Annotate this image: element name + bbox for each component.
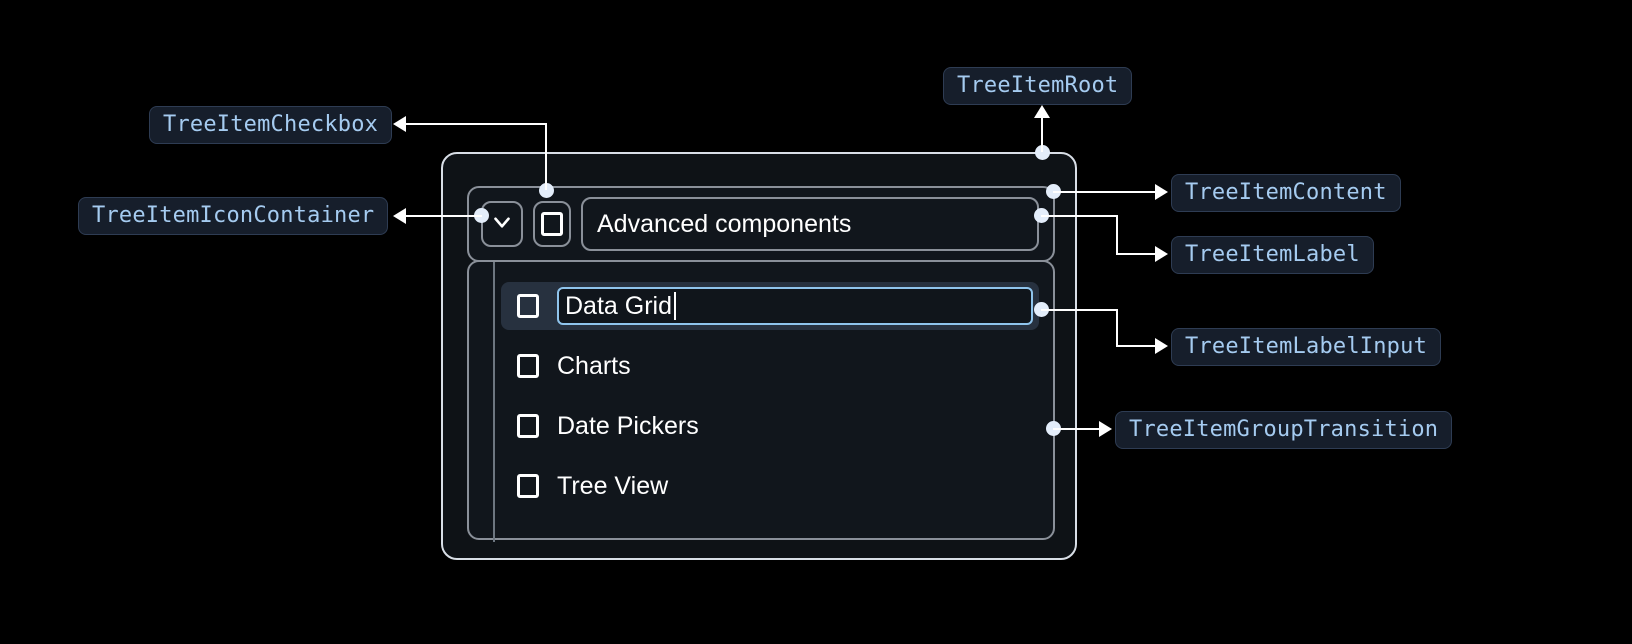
tree-item-checkbox[interactable] <box>533 201 571 247</box>
connector-line-label-h1 <box>1041 215 1118 217</box>
checkbox-square-icon[interactable] <box>517 294 539 318</box>
annotation-badge-tree-item-checkbox: TreeItemCheckbox <box>149 106 393 144</box>
connector-arrow-root <box>1034 105 1050 118</box>
tree-item-child-data-grid[interactable]: Data Grid <box>501 282 1039 330</box>
tree-item-label-input-value: Data Grid <box>565 291 672 320</box>
connector-line-label-input-h1 <box>1041 309 1118 311</box>
tree-item-icon-container[interactable] <box>481 201 523 247</box>
chevron-down-icon <box>489 209 515 240</box>
connector-arrow-label <box>1155 246 1168 262</box>
annotation-badge-tree-item-icon-container: TreeItemIconContainer <box>78 197 389 235</box>
connector-line-group-transition <box>1053 428 1102 430</box>
tree-indent-guide <box>493 262 495 542</box>
tree-item-root[interactable]: Advanced components Data Grid Charts Dat… <box>441 152 1077 560</box>
tree-item-label-input[interactable]: Data Grid <box>557 287 1033 325</box>
connector-line-root <box>1041 116 1043 152</box>
annotation-badge-tree-item-root: TreeItemRoot <box>943 67 1133 105</box>
connector-line-icon-container <box>405 215 482 217</box>
connector-dot-root <box>1035 145 1050 160</box>
tree-item-group-transition: Data Grid Charts Date Pickers Tree View <box>467 260 1055 542</box>
connector-arrow-group-transition <box>1099 421 1112 437</box>
checkbox-square-icon <box>541 212 563 236</box>
connector-arrow-content <box>1155 184 1168 200</box>
connector-line-label-v <box>1116 215 1118 255</box>
annotation-badge-tree-item-group-transition: TreeItemGroupTransition <box>1115 411 1453 449</box>
tree-item-child-charts[interactable]: Charts <box>501 342 1039 390</box>
text-caret <box>673 292 676 320</box>
annotation-badge-tree-item-label-input: TreeItemLabelInput <box>1171 328 1442 366</box>
tree-item-label[interactable]: Advanced components <box>581 197 1039 251</box>
checkbox-square-icon[interactable] <box>517 354 539 378</box>
tree-item-child-tree-view[interactable]: Tree View <box>501 462 1039 510</box>
connector-arrow-label-input <box>1155 338 1168 354</box>
checkbox-square-icon[interactable] <box>517 414 539 438</box>
connector-line-label-h2 <box>1116 253 1158 255</box>
connector-arrow-checkbox <box>393 116 406 132</box>
tree-item-label-text: Tree View <box>557 471 669 500</box>
tree-item-label-text: Date Pickers <box>557 411 699 440</box>
tree-item-label-text: Charts <box>557 351 631 380</box>
connector-line-label-input-h2 <box>1116 345 1158 347</box>
connector-line-checkbox-v <box>545 124 547 190</box>
tree-item-content[interactable]: Advanced components <box>467 186 1055 262</box>
connector-line-label-input-v <box>1116 309 1118 347</box>
connector-dot-checkbox <box>539 183 554 198</box>
connector-line-content <box>1053 191 1158 193</box>
annotation-badge-tree-item-content: TreeItemContent <box>1171 174 1401 212</box>
tree-item-label-text: Advanced components <box>597 209 852 238</box>
tree-item-child-date-pickers[interactable]: Date Pickers <box>501 402 1039 450</box>
connector-line-checkbox-h <box>405 123 547 125</box>
annotation-badge-tree-item-label: TreeItemLabel <box>1171 236 1374 274</box>
checkbox-square-icon[interactable] <box>517 474 539 498</box>
connector-arrow-icon-container <box>393 208 406 224</box>
